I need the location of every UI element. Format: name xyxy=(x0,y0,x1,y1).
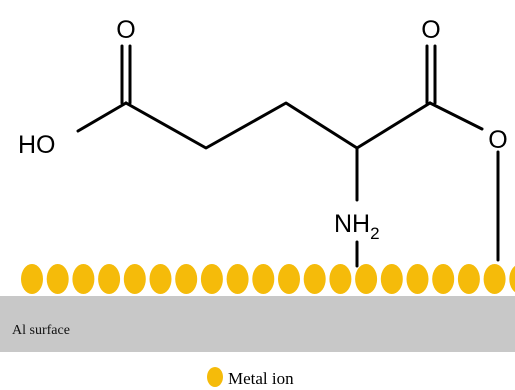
surface-label: Al surface xyxy=(12,323,70,338)
bond-hydroxyl xyxy=(76,101,128,133)
metal-ion xyxy=(457,264,480,294)
metal-ion xyxy=(329,264,352,294)
metal-ion xyxy=(123,264,146,294)
metal-ion xyxy=(432,264,455,294)
metal-ion xyxy=(380,264,403,294)
amine-nh: NH xyxy=(334,210,370,238)
metal-ion xyxy=(200,264,223,294)
legend-swatch xyxy=(207,367,223,387)
metal-ion xyxy=(252,264,275,294)
metal-ion xyxy=(509,265,515,293)
metal-ion xyxy=(303,264,326,294)
metal-ion xyxy=(149,264,172,294)
metal-ion-row xyxy=(21,264,515,294)
amine-subscript: 2 xyxy=(370,224,379,243)
atom-amine: NH2 xyxy=(334,210,380,243)
bond-chain xyxy=(124,101,432,150)
atom-o-left: O xyxy=(116,16,135,44)
metal-ion xyxy=(175,264,198,294)
legend-label: Metal ion xyxy=(228,369,294,388)
atom-o-right: O xyxy=(421,16,440,44)
bond-ester xyxy=(428,101,484,131)
atom-hydroxyl: HO xyxy=(18,131,56,159)
metal-ion xyxy=(72,264,95,294)
metal-ion xyxy=(226,264,249,294)
legend: Metal ion xyxy=(207,367,294,388)
metal-ion xyxy=(21,264,43,294)
al-surface xyxy=(0,296,515,352)
metal-ion xyxy=(46,264,69,294)
metal-ion xyxy=(483,264,506,294)
metal-ion xyxy=(406,264,429,294)
metal-ion xyxy=(98,264,121,294)
molecule-bonds xyxy=(76,44,500,268)
metal-ion xyxy=(278,264,300,294)
metal-ion xyxy=(355,264,378,294)
atom-o-ester: O xyxy=(488,126,507,154)
